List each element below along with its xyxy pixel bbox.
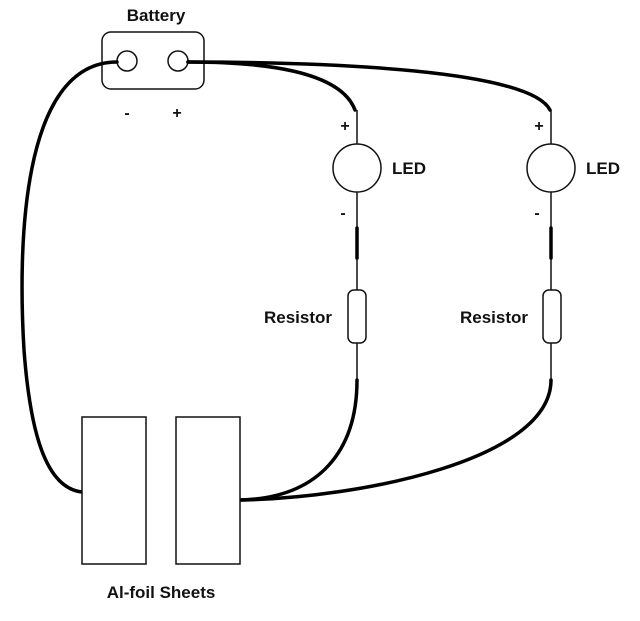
resistor-2 <box>542 289 562 344</box>
led-1-negative-sign: - <box>340 205 345 222</box>
foil-sheet-right <box>175 416 241 565</box>
battery-positive-terminal <box>167 50 189 72</box>
led-2-negative-sign: - <box>534 205 539 222</box>
resistor-1-label: Resistor <box>264 308 332 327</box>
wire-battery-to-led-1 <box>186 60 357 112</box>
wire-resistor-1-to-foil-right <box>238 378 359 502</box>
branch-1: + LED - Resistor <box>264 110 426 380</box>
wire-battery-to-led-2 <box>186 60 552 112</box>
battery: Battery - + <box>101 6 205 122</box>
led-2 <box>526 143 576 193</box>
wire-battery-to-foil-left <box>20 60 119 494</box>
led-1-label: LED <box>392 159 426 178</box>
battery-negative-terminal <box>116 50 138 72</box>
battery-negative-sign: - <box>124 105 129 122</box>
led-1 <box>332 143 382 193</box>
resistor-2-label: Resistor <box>460 308 528 327</box>
wire-resistor-2-to-foil-right <box>238 378 553 502</box>
branch-2: + LED - Resistor <box>460 110 620 380</box>
resistor-1 <box>347 289 367 344</box>
foil-label: Al-foil Sheets <box>107 583 216 602</box>
al-foil-sheets: Al-foil Sheets <box>81 416 241 602</box>
led-2-positive-sign: + <box>534 118 543 135</box>
led-2-label: LED <box>586 159 620 178</box>
battery-positive-sign: + <box>172 105 181 122</box>
foil-sheet-left <box>81 416 147 565</box>
led-1-positive-sign: + <box>340 118 349 135</box>
battery-label: Battery <box>127 6 186 25</box>
